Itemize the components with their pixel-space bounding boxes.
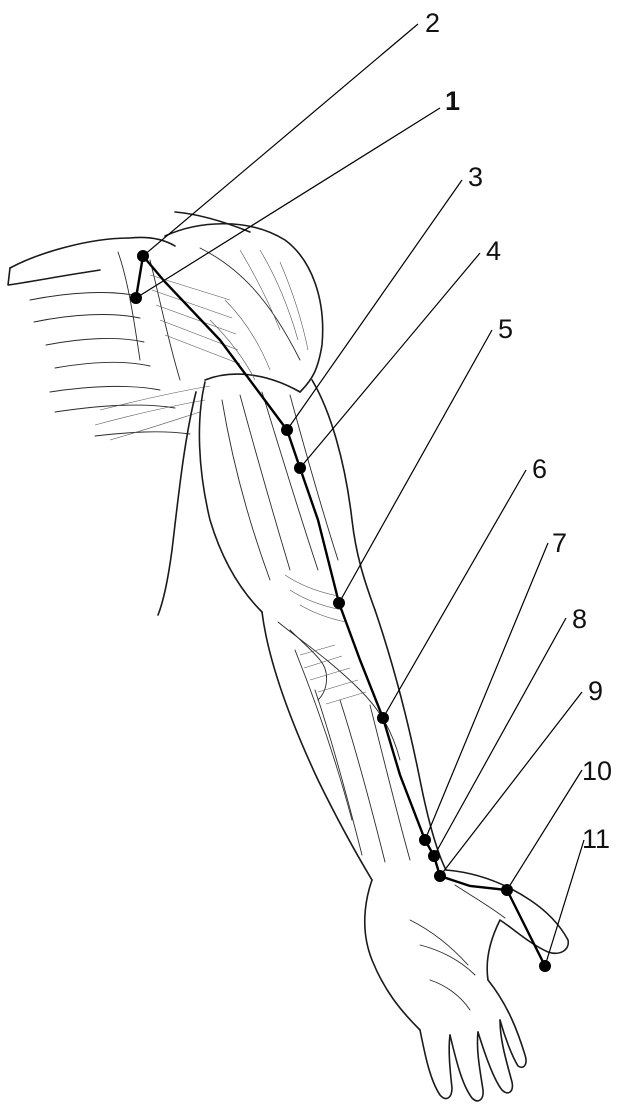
label-6: 6 — [532, 454, 547, 484]
leader-line-11 — [545, 840, 584, 966]
leader-line-7 — [425, 543, 548, 840]
upper-arm-outline — [158, 380, 375, 622]
hand-outline — [365, 870, 569, 1101]
point-labels: 1 2 3 4 5 6 7 8 9 10 11 — [425, 8, 612, 854]
leader-line-6 — [383, 470, 526, 718]
label-8: 8 — [572, 604, 587, 634]
leader-line-8 — [434, 618, 566, 856]
label-10: 10 — [582, 756, 612, 786]
label-9: 9 — [588, 676, 603, 706]
label-1: 1 — [445, 86, 460, 116]
forearm-outline — [262, 610, 446, 880]
leader-line-5 — [339, 330, 492, 603]
leader-line-2 — [143, 24, 418, 256]
point-11 — [539, 960, 551, 972]
leader-line-10 — [507, 770, 582, 890]
label-4: 4 — [486, 236, 501, 266]
point-2 — [137, 250, 149, 262]
label-11: 11 — [582, 824, 610, 854]
meridian-line — [143, 256, 545, 966]
point-1 — [130, 292, 142, 304]
point-7 — [419, 834, 431, 846]
point-4 — [294, 462, 306, 474]
pectoral-hatching — [95, 275, 240, 440]
leader-line-4 — [300, 253, 480, 468]
point-3 — [281, 424, 293, 436]
leader-line-1 — [136, 108, 440, 298]
point-8 — [428, 850, 440, 862]
acupoint-markers — [130, 250, 551, 972]
point-10 — [501, 884, 513, 896]
meridian-branch — [136, 256, 143, 298]
leader-line-9 — [440, 692, 582, 876]
point-5 — [333, 597, 345, 609]
point-9 — [434, 870, 446, 882]
label-7: 7 — [552, 528, 567, 558]
label-5: 5 — [498, 314, 513, 344]
leader-lines — [136, 24, 584, 966]
label-2: 2 — [425, 8, 440, 38]
point-6 — [377, 712, 389, 724]
label-3: 3 — [468, 162, 483, 192]
